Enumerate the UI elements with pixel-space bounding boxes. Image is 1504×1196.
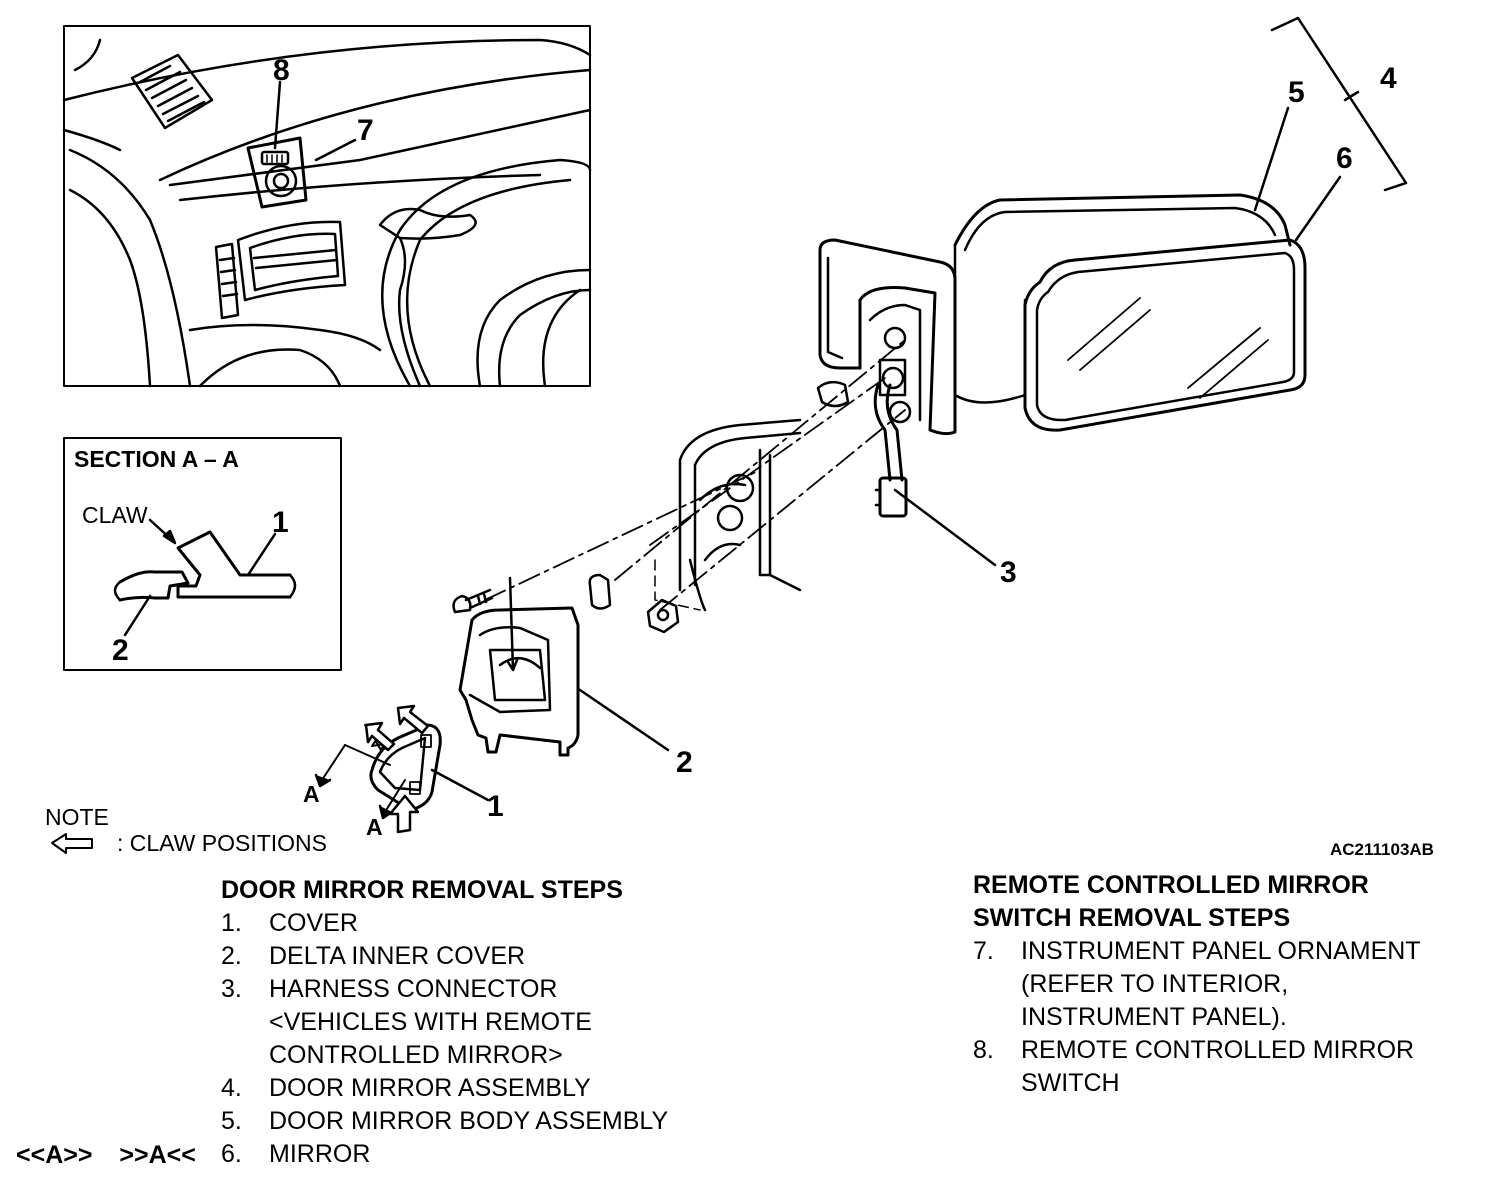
list-item: 6.MIRROR xyxy=(221,1140,371,1168)
cover-part xyxy=(314,704,490,834)
list-item: 2.DELTA INNER COVER xyxy=(221,942,526,970)
callout-1: 1 xyxy=(487,790,504,823)
service-mark-removal: <<A>> xyxy=(16,1141,93,1169)
view-mark-a-right: A xyxy=(366,814,383,840)
switch-heading-line1: REMOTE CONTROLLED MIRROR xyxy=(973,871,1369,899)
delta-inner-cover xyxy=(458,576,670,757)
callout-4: 4 xyxy=(1380,62,1397,95)
callout-6: 6 xyxy=(1336,142,1353,175)
list-item: (REFER TO INTERIOR, xyxy=(1021,970,1289,998)
list-item: 7.INSTRUMENT PANEL ORNAMENT xyxy=(973,937,1421,965)
list-item: 4.DOOR MIRROR ASSEMBLY xyxy=(221,1074,591,1102)
callout-5: 5 xyxy=(1288,76,1305,109)
door-mirror-steps: DOOR MIRROR REMOVAL STEPS 1.COVER 2.DELT… xyxy=(221,874,781,1171)
switch-steps: REMOTE CONTROLLED MIRROR SWITCH REMOVAL … xyxy=(973,869,1493,1100)
claw-label: CLAW xyxy=(82,502,148,528)
list-item: CONTROLLED MIRROR> xyxy=(269,1041,563,1069)
figure-code: AC211103AB xyxy=(1330,840,1434,859)
alignment-lines xyxy=(484,339,906,611)
note-title: NOTE xyxy=(45,804,109,830)
view-mark-a-left: A xyxy=(303,781,320,807)
section-num-2: 2 xyxy=(112,634,129,667)
note-text: : CLAW POSITIONS xyxy=(117,830,328,856)
door-mount xyxy=(678,380,850,612)
interior-inset xyxy=(62,25,592,388)
service-mark-install: >>A<< xyxy=(119,1141,196,1169)
callout-3: 3 xyxy=(1000,556,1017,589)
list-item: 8.REMOTE CONTROLLED MIRROR xyxy=(973,1036,1415,1064)
section-title: SECTION A – A xyxy=(74,446,239,472)
note: NOTE : CLAW POSITIONS xyxy=(45,804,327,856)
note-arrow-icon xyxy=(51,833,93,854)
list-item: 3.HARNESS CONNECTOR xyxy=(221,975,558,1003)
list-item: INSTRUMENT PANEL). xyxy=(1021,1003,1287,1031)
list-item: <VEHICLES WITH REMOTE xyxy=(269,1008,592,1036)
callout-2: 2 xyxy=(676,746,693,779)
fasteners xyxy=(452,573,680,634)
callout-8: 8 xyxy=(273,54,290,87)
section-a-a-inset xyxy=(63,437,342,671)
list-item: SWITCH xyxy=(1021,1069,1120,1097)
door-mirror-heading: DOOR MIRROR REMOVAL STEPS xyxy=(221,876,623,904)
switch-heading-line2: SWITCH REMOVAL STEPS xyxy=(973,904,1291,932)
mirror-assembly xyxy=(818,16,1408,567)
list-item: 5.DOOR MIRROR BODY ASSEMBLY xyxy=(221,1107,669,1135)
callout-7: 7 xyxy=(357,114,374,147)
service-marks: <<A>> >>A<< xyxy=(16,1141,216,1170)
section-num-1: 1 xyxy=(272,506,289,539)
list-item: 1.COVER xyxy=(221,909,358,937)
